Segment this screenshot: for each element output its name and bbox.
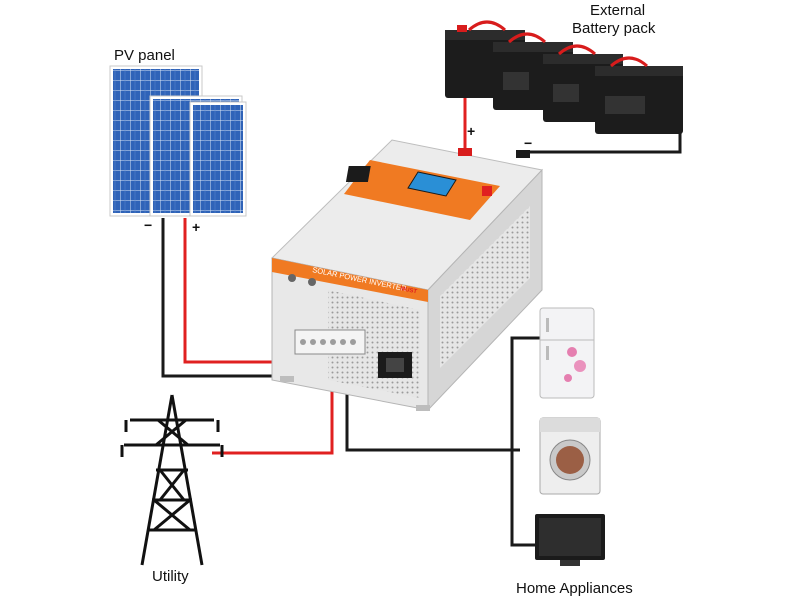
television-icon xyxy=(535,514,605,566)
power-tower-icon xyxy=(120,394,224,566)
battery-label-line2: Battery pack xyxy=(572,20,656,37)
inverter-brand: MUST xyxy=(400,286,418,295)
inverter-icon: SOLAR POWER INVERTER MUST xyxy=(270,139,543,412)
washing-machine-icon xyxy=(539,417,601,495)
utility-label: Utility xyxy=(152,568,189,585)
battery-icon xyxy=(445,20,683,134)
refrigerator-icon xyxy=(539,307,595,399)
pv-minus-sign: − xyxy=(144,217,153,233)
battery-minus-sign: − xyxy=(524,135,533,151)
pv-plus-sign: + xyxy=(192,219,201,235)
battery-label-line1: External xyxy=(590,2,646,19)
pv-panel-label: PV panel xyxy=(114,47,175,64)
solar-panel-icon xyxy=(109,65,247,217)
inverter-negative-terminal xyxy=(516,150,530,158)
battery-plus-sign: + xyxy=(467,123,476,139)
home-appliances-label: Home Appliances xyxy=(516,580,633,597)
inverter-positive-terminal xyxy=(458,148,472,156)
appliance-bus-wire xyxy=(510,336,540,547)
